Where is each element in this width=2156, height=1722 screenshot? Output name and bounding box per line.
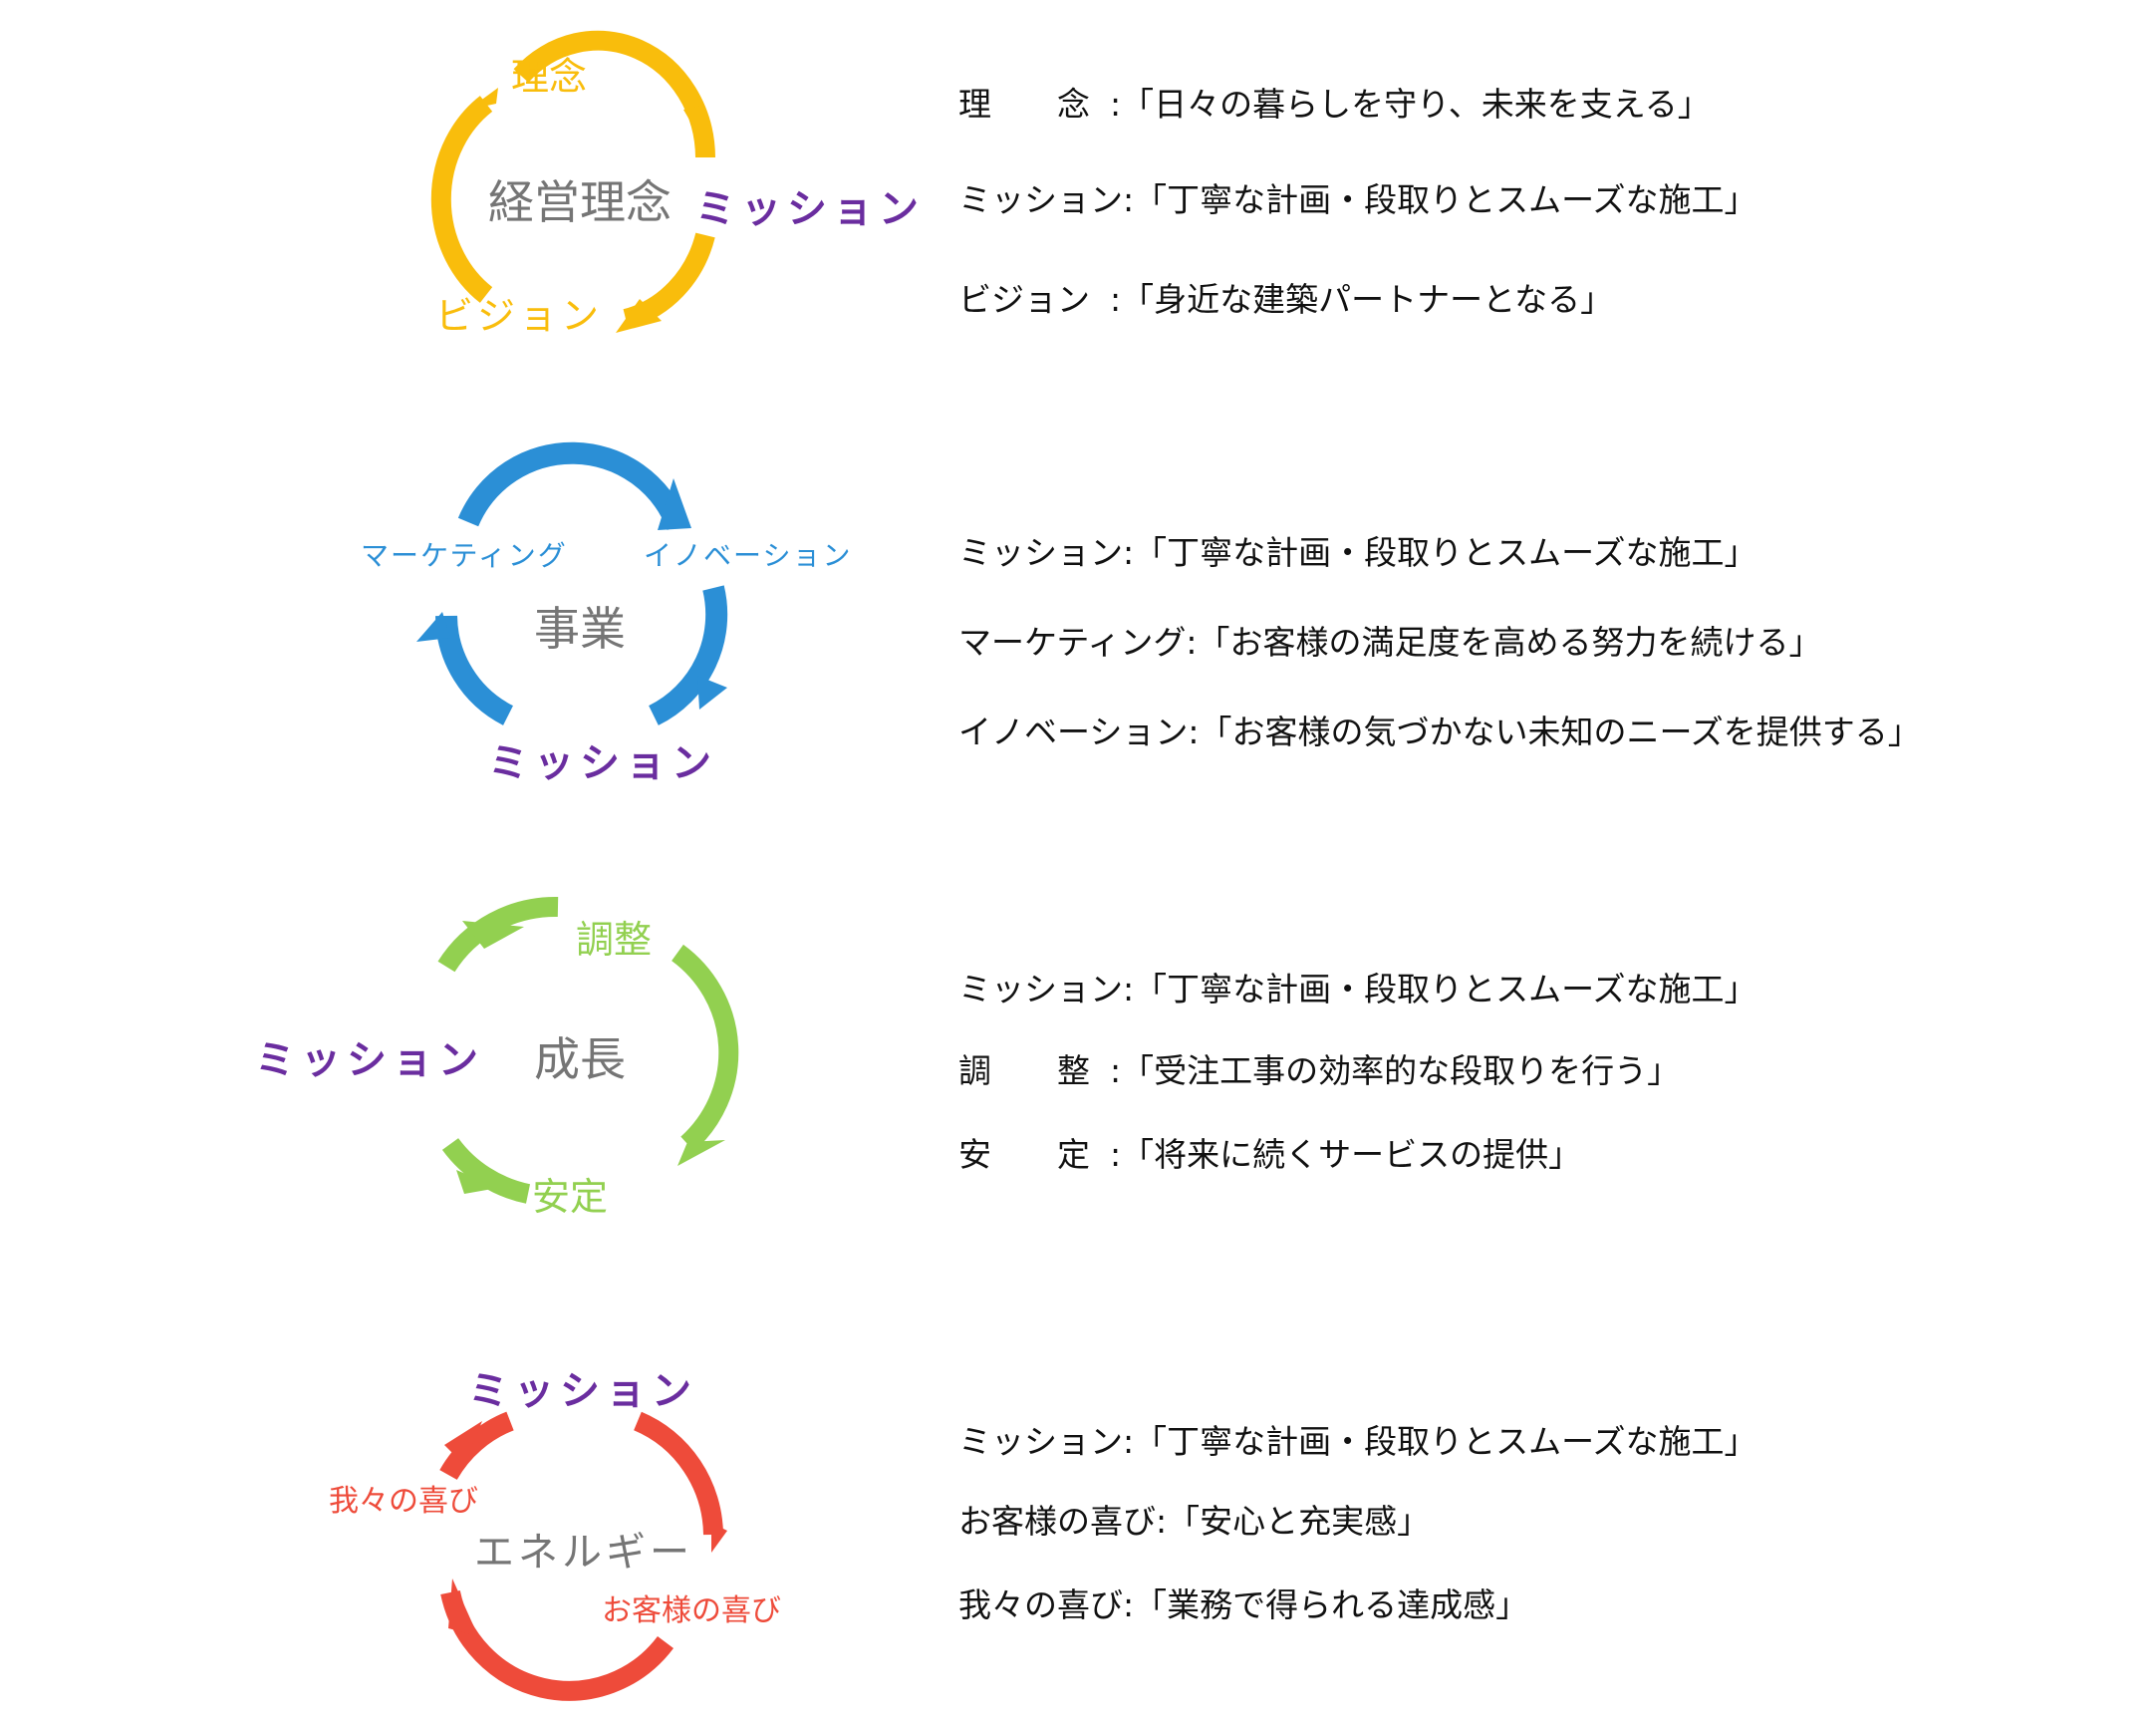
definition-term: 理 念 — [958, 85, 1090, 124]
definition-text: :「業務で得られる達成感」 — [1123, 1585, 1529, 1624]
node-label-marketing: マーケティング — [361, 539, 568, 572]
definition-term: ミッション — [958, 970, 1123, 1008]
definition-term: 我々の喜び — [958, 1585, 1123, 1624]
section-jigyou: 事業 マーケティング イノベーション ミッション ミッション:「丁寧な計画・段取… — [0, 438, 2156, 817]
center-label: 経営理念 — [488, 175, 672, 229]
definition-text: :「身近な建築パートナーとなる」 — [1110, 280, 1614, 319]
cycle-diagram-energy: エネルギー ミッション 我々の喜び お客様の喜び — [0, 1325, 996, 1704]
arrow-head-1 — [462, 921, 524, 949]
center-label: エネルギー — [474, 1530, 693, 1576]
arrow-head-3 — [468, 88, 498, 110]
definition-text: :「丁寧な計画・段取りとスムーズな施工」 — [1123, 533, 1757, 572]
definition-row: イノベーション:「お客様の気づかない未知のニーズを提供する」 — [958, 716, 1921, 748]
center-label: 事業 — [534, 602, 626, 656]
definition-row: 調 整 :「受注工事の効率的な段取りを行う」 — [958, 1054, 1680, 1087]
definition-term: ミッション — [958, 533, 1123, 572]
node-label-mission: ミッション — [695, 186, 925, 232]
section-energy: エネルギー ミッション 我々の喜び お客様の喜び ミッション:「丁寧な計画・段取… — [0, 1325, 2156, 1722]
arrow-head-2 — [616, 299, 662, 333]
definition-term: 調 整 — [958, 1051, 1090, 1090]
arc-top-left — [439, 1411, 514, 1481]
node-label-wareware-no-yorokobi: 我々の喜び — [329, 1484, 478, 1519]
arc-right — [633, 1411, 723, 1536]
node-label-rinen: 理念 — [511, 55, 588, 99]
definition-row: 安 定 :「将来に続くサービスの提供」 — [958, 1138, 1581, 1171]
node-label-okyakusama-no-yorokobi: お客様の喜び — [602, 1593, 781, 1628]
definition-row: 理 念 :「日々の暮らしを守り、未来を支える」 — [958, 88, 1711, 121]
arc-bottom-left — [441, 1137, 531, 1204]
definition-text: :「丁寧な計画・段取りとスムーズな施工」 — [1123, 180, 1757, 219]
definition-text: :「丁寧な計画・段取りとスムーズな施工」 — [1123, 970, 1757, 1008]
arrow-head-1 — [658, 478, 691, 530]
cycle-arrows-keiei-rinen — [430, 30, 715, 333]
definition-row: お客様の喜び:「安心と充実感」 — [958, 1505, 1430, 1538]
cycle-diagram-seichou: 成長 調整 ミッション 安定 — [0, 877, 996, 1256]
arrow-head-3 — [456, 1170, 498, 1194]
definition-term: ミッション — [958, 180, 1123, 219]
cycle-diagram-keiei-rinen: 経営理念 理念 ミッション ビジョン — [0, 0, 996, 379]
section-seichou: 成長 調整 ミッション 安定 ミッション:「丁寧な計画・段取りとスムーズな施工」… — [0, 877, 2156, 1256]
section-keiei-rinen: 経営理念 理念 ミッション ビジョン 理 念 :「日々の暮らしを守り、未来を支える… — [0, 0, 2156, 399]
definition-term: ミッション — [958, 1422, 1123, 1461]
arc-left — [430, 96, 493, 303]
definition-text: :「お客様の気づかない未知のニーズを提供する」 — [1188, 713, 1921, 751]
arrow-head-2 — [677, 1140, 725, 1166]
definition-row: ミッション:「丁寧な計画・段取りとスムーズな施工」 — [958, 536, 1756, 569]
cycle-arrows-seichou — [437, 896, 739, 1204]
cycle-arrows-jigyou — [416, 441, 728, 725]
definition-text: :「受注工事の効率的な段取りを行う」 — [1110, 1051, 1681, 1090]
definition-term: マーケティング — [958, 623, 1187, 662]
arc-top-left — [437, 896, 559, 973]
arc-left — [435, 615, 514, 725]
center-label: 成長 — [534, 1032, 626, 1086]
node-label-vision: ビジョン — [435, 294, 604, 338]
definition-term: ビジョン — [958, 280, 1123, 319]
arrow-head-2 — [697, 676, 727, 710]
arrow-head-3 — [448, 1578, 478, 1636]
definition-text: :「日々の暮らしを守り、未来を支える」 — [1110, 85, 1711, 124]
definition-row: ミッション:「丁寧な計画・段取りとスムーズな施工」 — [958, 183, 1756, 216]
arc-right — [648, 585, 728, 725]
node-label-antei: 安定 — [532, 1175, 609, 1219]
definition-text: :「安心と充実感」 — [1156, 1502, 1431, 1541]
definition-text: :「将来に続くサービスの提供」 — [1110, 1135, 1582, 1174]
node-label-chousei: 調整 — [576, 918, 653, 962]
arrow-head-1 — [444, 1421, 482, 1465]
arc-top — [457, 441, 688, 531]
cycle-arrows-energy — [439, 1411, 727, 1701]
node-label-mission: ミッション — [488, 740, 717, 786]
definition-row: ミッション:「丁寧な計画・段取りとスムーズな施工」 — [958, 1425, 1756, 1458]
definition-row: 我々の喜び:「業務で得られる達成感」 — [958, 1588, 1528, 1621]
definition-row: マーケティング:「お客様の満足度を高める努力を続ける」 — [958, 626, 1822, 659]
arrow-head-2 — [711, 1523, 727, 1553]
definition-row: ミッション:「丁寧な計画・段取りとスムーズな施工」 — [958, 973, 1756, 1005]
node-label-mission: ミッション — [255, 1037, 484, 1083]
definition-term: イノベーション — [958, 713, 1189, 751]
definition-text: :「丁寧な計画・段取りとスムーズな施工」 — [1123, 1422, 1757, 1461]
definition-term: お客様の喜び — [958, 1502, 1156, 1541]
arrow-head-1 — [683, 106, 701, 134]
definition-row: ビジョン :「身近な建築パートナーとなる」 — [958, 283, 1613, 316]
arc-right — [671, 944, 739, 1152]
cycle-diagram-jigyou: 事業 マーケティング イノベーション ミッション — [0, 438, 996, 817]
node-label-innovation: イノベーション — [644, 539, 853, 572]
definition-text: :「お客様の満足度を高める努力を続ける」 — [1186, 623, 1822, 662]
node-label-mission: ミッション — [468, 1368, 697, 1414]
arrow-head-3 — [416, 612, 450, 642]
definition-term: 安 定 — [958, 1135, 1090, 1174]
